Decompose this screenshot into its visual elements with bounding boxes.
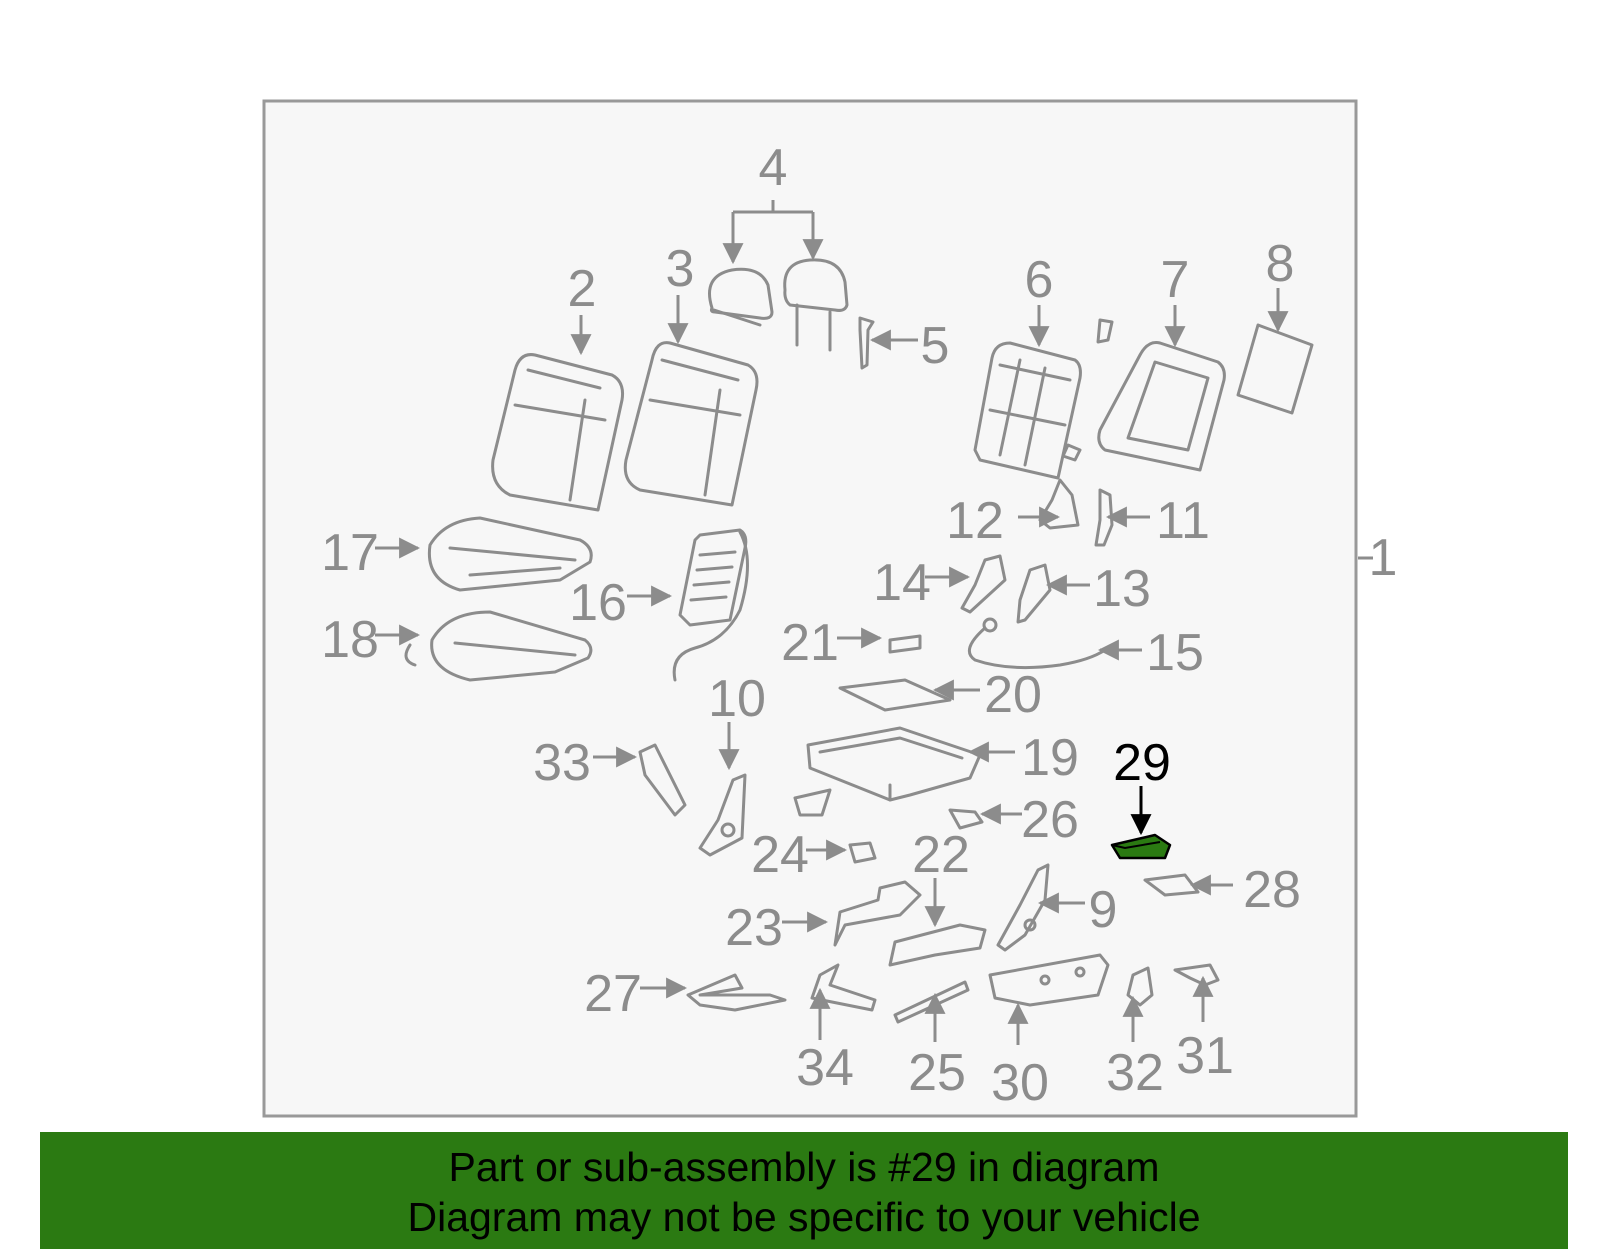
- part-33-drawing: [638, 743, 687, 817]
- banner-line-1: Part or sub-assembly is #29 in diagram: [448, 1144, 1160, 1190]
- part-12-drawing: [1038, 478, 1080, 530]
- callout-33: 33: [533, 734, 591, 792]
- part-11-drawing: [1094, 488, 1114, 547]
- callout-16: 16: [569, 574, 627, 632]
- part-3-drawing: [623, 341, 759, 507]
- callout-4: 4: [759, 139, 788, 197]
- part-5-drawing: [858, 316, 875, 370]
- callout-28: 28: [1243, 861, 1301, 919]
- callout-29: 29: [1113, 734, 1171, 792]
- callout-34: 34: [796, 1039, 854, 1097]
- diagram-frame: [262, 99, 1358, 1118]
- part-6-clip-drawing: [1061, 443, 1082, 462]
- part-17-drawing: [427, 516, 593, 592]
- part-9-drawing: [996, 863, 1050, 952]
- callout-18: 18: [321, 611, 379, 669]
- callout-17: 17: [321, 524, 379, 582]
- part-14-drawing: [960, 554, 1007, 614]
- part-32-drawing: [1126, 966, 1154, 1007]
- part-19-lower-drawing: [793, 788, 832, 817]
- callout-26: 26: [1021, 791, 1079, 849]
- part-21-drawing: [888, 634, 922, 654]
- part-19-drawing: [806, 726, 982, 802]
- callout-12: 12: [946, 492, 1004, 550]
- part-30-drawing: [988, 953, 1110, 1007]
- part-8-drawing: [1236, 323, 1314, 415]
- callout-5: 5: [921, 317, 950, 375]
- callout-6: 6: [1025, 251, 1054, 309]
- callout-3: 3: [666, 240, 695, 298]
- part-15-drawing: [967, 617, 1107, 670]
- callout-11: 11: [1156, 492, 1210, 550]
- callout-20: 20: [984, 666, 1042, 724]
- callout-2: 2: [568, 260, 597, 318]
- part-2-drawing: [491, 353, 624, 512]
- callout-31: 31: [1176, 1027, 1234, 1085]
- callout-14: 14: [873, 554, 931, 612]
- callout-10: 10: [708, 670, 766, 728]
- part-7-bracket-drawing: [1096, 318, 1114, 344]
- callout-27: 27: [584, 965, 642, 1023]
- part-4-headrest-right-drawing: [783, 258, 849, 352]
- callout-8: 8: [1266, 235, 1295, 293]
- banner-line-2: Diagram may not be specific to your vehi…: [407, 1194, 1201, 1240]
- part-10-drawing: [698, 773, 747, 857]
- callout-9: 9: [1089, 881, 1118, 939]
- part-7-drawing: [1097, 341, 1226, 472]
- callout-32: 32: [1106, 1044, 1164, 1102]
- part-13-drawing: [1016, 563, 1052, 624]
- part-18-drawing: [404, 610, 593, 682]
- callout-1: 1: [1369, 529, 1398, 587]
- part-22-drawing: [888, 923, 987, 967]
- part-29-drawing: [1110, 833, 1172, 860]
- part-27-drawing: [686, 973, 787, 1012]
- callout-30: 30: [991, 1054, 1049, 1112]
- callout-24: 24: [751, 826, 809, 884]
- part-24-drawing: [848, 841, 877, 864]
- callout-15: 15: [1146, 624, 1204, 682]
- callout-7: 7: [1161, 251, 1190, 309]
- callout-21: 21: [781, 614, 839, 672]
- callout-25: 25: [908, 1044, 966, 1102]
- part-16-drawing: [672, 528, 749, 682]
- info-banner: Part or sub-assembly is #29 in diagram D…: [40, 1132, 1568, 1249]
- part-6-drawing: [973, 341, 1082, 480]
- callout-13: 13: [1093, 560, 1151, 618]
- callout-23: 23: [725, 899, 783, 957]
- callout-22: 22: [912, 826, 970, 884]
- callout-19: 19: [1021, 729, 1079, 787]
- part-23-drawing: [833, 880, 922, 947]
